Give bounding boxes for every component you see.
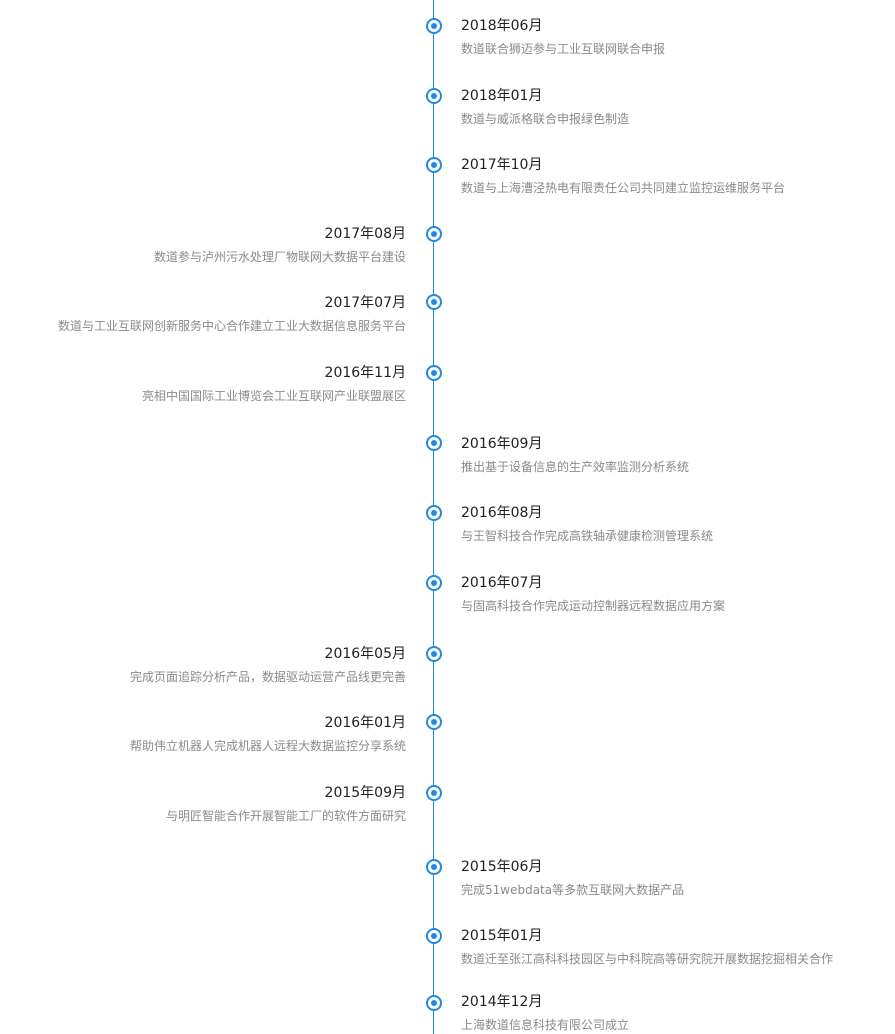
timeline-item: 2015年01月 数道迁至张江高科科技园区与中科院高等研究院开展数据挖掘相关合作 (461, 927, 895, 967)
timeline-item: 2017年10月 数道与上海漕泾热电有限责任公司共同建立监控运维服务平台 (461, 156, 895, 196)
timeline-date: 2015年09月 (324, 785, 406, 801)
timeline-description: 与王智科技合作完成高铁轴承健康检测管理系统 (461, 529, 714, 543)
timeline-description: 与明匠智能合作开展智能工厂的软件方面研究 (165, 809, 406, 823)
timeline-node-icon (426, 928, 442, 944)
timeline-date: 2016年01月 (324, 715, 406, 731)
timeline-date: 2016年05月 (324, 646, 406, 662)
timeline-node-icon (426, 785, 442, 801)
timeline-node-icon (426, 88, 442, 104)
timeline-date: 2017年07月 (324, 295, 406, 311)
timeline-date: 2018年01月 (461, 88, 543, 104)
timeline-description: 数道迁至张江高科科技园区与中科院高等研究院开展数据挖掘相关合作 (461, 952, 834, 966)
timeline-description: 上海数道信息科技有限公司成立 (461, 1018, 630, 1032)
timeline-date: 2018年06月 (461, 18, 543, 34)
timeline-item: 2017年08月 数道参与泸州污水处理厂物联网大数据平台建设 (0, 225, 406, 265)
timeline-node-icon (426, 505, 442, 521)
timeline-description: 数道联合狮迈参与工业互联网联合申报 (461, 42, 666, 56)
timeline-item: 2016年09月 推出基于设备信息的生产效率监测分析系统 (461, 435, 895, 475)
timeline-description: 数道参与泸州污水处理厂物联网大数据平台建设 (153, 250, 406, 264)
timeline-node-icon (426, 995, 442, 1011)
timeline-description: 与固高科技合作完成运动控制器远程数据应用方案 (461, 599, 726, 613)
timeline-node-icon (426, 859, 442, 875)
timeline-item: 2016年07月 与固高科技合作完成运动控制器远程数据应用方案 (461, 574, 895, 614)
timeline-description: 完成页面追踪分析产品，数据驱动运营产品线更完善 (129, 670, 406, 684)
timeline-date: 2015年01月 (461, 928, 543, 944)
timeline-item: 2018年06月 数道联合狮迈参与工业互联网联合申报 (461, 17, 895, 57)
timeline-date: 2014年12月 (461, 994, 543, 1010)
timeline-node-icon (426, 575, 442, 591)
timeline-node-icon (426, 226, 442, 242)
timeline-date: 2017年10月 (461, 157, 543, 173)
timeline-description: 亮相中国国际工业博览会工业互联网产业联盟展区 (141, 389, 406, 403)
timeline-item: 2016年05月 完成页面追踪分析产品，数据驱动运营产品线更完善 (0, 645, 406, 685)
timeline-date: 2016年07月 (461, 575, 543, 591)
timeline-item: 2018年01月 数道与威派格联合申报绿色制造 (461, 87, 895, 127)
timeline-item: 2017年07月 数道与工业互联网创新服务中心合作建立工业大数据信息服务平台 (0, 294, 406, 334)
timeline-description: 完成51webdata等多款互联网大数据产品 (461, 883, 685, 897)
timeline-item: 2014年12月 上海数道信息科技有限公司成立 (461, 993, 895, 1033)
timeline-date: 2016年09月 (461, 436, 543, 452)
timeline-description: 推出基于设备信息的生产效率监测分析系统 (461, 460, 690, 474)
timeline-description: 数道与威派格联合申报绿色制造 (461, 112, 630, 126)
timeline-item: 2015年06月 完成51webdata等多款互联网大数据产品 (461, 858, 895, 898)
timeline-description: 数道与工业互联网创新服务中心合作建立工业大数据信息服务平台 (57, 319, 406, 333)
timeline-node-icon (426, 365, 442, 381)
timeline-item: 2015年09月 与明匠智能合作开展智能工厂的软件方面研究 (0, 784, 406, 824)
timeline-date: 2016年08月 (461, 505, 543, 521)
timeline-node-icon (426, 18, 442, 34)
timeline-date: 2017年08月 (324, 226, 406, 242)
timeline-node-icon (426, 714, 442, 730)
timeline-date: 2016年11月 (324, 365, 406, 381)
timeline-date: 2015年06月 (461, 859, 543, 875)
timeline-item: 2016年01月 帮助伟立机器人完成机器人远程大数据监控分享系统 (0, 714, 406, 754)
timeline-description: 帮助伟立机器人完成机器人远程大数据监控分享系统 (129, 739, 406, 753)
timeline-item: 2016年11月 亮相中国国际工业博览会工业互联网产业联盟展区 (0, 364, 406, 404)
timeline-node-icon (426, 294, 442, 310)
timeline-item: 2016年08月 与王智科技合作完成高铁轴承健康检测管理系统 (461, 504, 895, 544)
timeline-node-icon (426, 435, 442, 451)
timeline-node-icon (426, 157, 442, 173)
timeline-description: 数道与上海漕泾热电有限责任公司共同建立监控运维服务平台 (461, 181, 786, 195)
timeline-node-icon (426, 646, 442, 662)
